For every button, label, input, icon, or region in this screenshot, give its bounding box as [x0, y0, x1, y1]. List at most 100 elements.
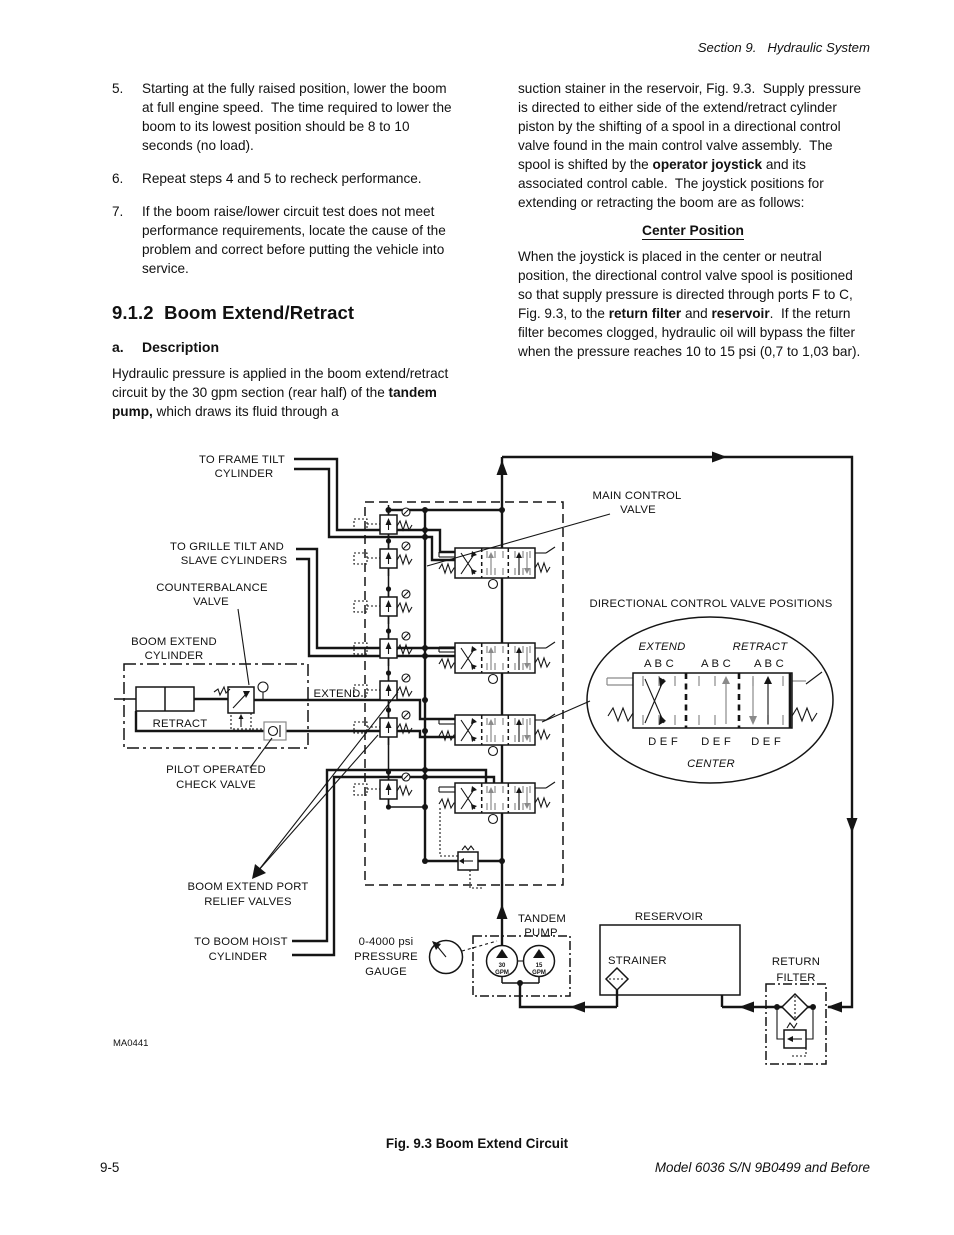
- dcv-retract-label: RETRACT: [733, 641, 789, 653]
- gauge-label: PRESSURE: [354, 951, 418, 963]
- paragraph-text: . If the return filter becomes clogged, …: [518, 306, 861, 359]
- dcv-spool-symbol: [606, 671, 823, 729]
- dcv-positions-label: DIRECTIONAL CONTROL VALVE POSITIONS: [589, 598, 832, 610]
- figure-caption: Fig. 9.3 Boom Extend Circuit: [385, 1136, 569, 1151]
- description-paragraph: Hydraulic pressure is applied in the boo…: [112, 364, 460, 421]
- body-paragraph: suction stainer in the reservoir, Fig. 9…: [518, 79, 868, 212]
- bold-term: operator joystick: [652, 157, 763, 172]
- paragraph-text: and: [681, 306, 712, 321]
- body-paragraph: When the joystick is placed in the cente…: [518, 247, 868, 361]
- left-column: 5. Starting at the fully raised position…: [112, 79, 460, 421]
- paragraph-text: which draws its fluid through a: [152, 404, 339, 419]
- bold-term: return filter: [608, 306, 682, 321]
- cylinder-symbol: [135, 686, 195, 712]
- center-position-heading: Center Position: [642, 223, 744, 240]
- reservoir-label: RESERVOIR: [635, 911, 703, 923]
- page-header: Section 9. Hydraulic System: [697, 40, 870, 55]
- boom-hoist-lines: [292, 768, 496, 957]
- page-number: 9-5: [100, 1160, 120, 1175]
- strainer-symbol: [604, 966, 630, 1007]
- list-text: Repeat steps 4 and 5 to recheck performa…: [142, 171, 422, 186]
- port-relief-valves: [353, 506, 413, 808]
- dcv-extend-label: EXTEND: [638, 641, 685, 653]
- sub-heading-letter: a.: [112, 339, 124, 355]
- dcv-center-label: CENTER: [687, 758, 735, 770]
- right-column: suction stainer in the reservoir, Fig. 9…: [518, 79, 868, 361]
- section-heading: 9.1.2 Boom Extend/Retract: [112, 302, 355, 323]
- junction-dots: [385, 507, 505, 864]
- counterbalance-valve-symbol: [213, 681, 269, 730]
- list-number: 5.: [112, 81, 124, 96]
- list-number: 6.: [112, 171, 124, 186]
- tandem-pump-label: PUMP: [524, 927, 557, 939]
- main-control-valve-label: MAIN CONTROL: [592, 490, 681, 502]
- return-filter: [722, 983, 827, 1065]
- grille-tilt-label: TO GRILLE TILT AND: [170, 541, 284, 553]
- list-number: 7.: [112, 204, 124, 219]
- tandem-pump: 30 GPM 15 GPM: [472, 935, 617, 1013]
- pump-gpm-label: GPM: [495, 970, 509, 976]
- list-item: 7. If the boom raise/lower circuit test …: [112, 202, 460, 278]
- dcv-def-label: D E F: [751, 736, 781, 748]
- port-relief-label: BOOM EXTEND PORT: [188, 881, 309, 893]
- main-relief-valve: [425, 806, 502, 889]
- frame-tilt-label: TO FRAME TILT: [199, 454, 285, 466]
- pump-15-label: 15: [536, 963, 543, 969]
- strainer-label: STRAINER: [608, 955, 667, 967]
- dcv-def-label: D E F: [648, 736, 678, 748]
- paragraph-text: When the joystick is placed in the cente…: [518, 249, 857, 321]
- sub-heading-title: Description: [142, 339, 220, 355]
- list-text: If the boom raise/lower circuit test doe…: [142, 204, 450, 276]
- reservoir: [599, 924, 741, 1007]
- main-control-valve-label: VALVE: [620, 504, 656, 516]
- boom-extend-cylinder-label: BOOM EXTEND: [131, 636, 217, 648]
- grille-tilt-label: SLAVE CYLINDERS: [181, 555, 288, 567]
- retract-line: [134, 711, 264, 733]
- pump-30gpm: [485, 944, 519, 978]
- retract-port-label: RETRACT: [153, 718, 208, 730]
- paragraph-text: and its associated control cable. The jo…: [518, 157, 828, 210]
- dcv-def-label: D E F: [701, 736, 731, 748]
- leader-lines: [237, 608, 399, 879]
- gauge-label: GAUGE: [365, 966, 407, 978]
- frame-tilt-label: CYLINDER: [215, 468, 274, 480]
- list-item: 6. Repeat steps 4 and 5 to recheck perfo…: [112, 169, 460, 188]
- sub-heading: a. Description: [112, 339, 460, 355]
- dcv-abc-label: A B C: [754, 658, 784, 670]
- paragraph-text: suction stainer in the reservoir, Fig. 9…: [518, 81, 865, 172]
- diagram-labels: TO FRAME TILT CYLINDER MAIN CONTROL VALV…: [113, 454, 833, 1049]
- boom-hoist-label: TO BOOM HOIST: [194, 936, 287, 948]
- counterbalance-label: COUNTERBALANCE: [156, 582, 268, 594]
- port-relief-label: RELIEF VALVES: [204, 896, 292, 908]
- pilot-check-label: PILOT OPERATED: [166, 764, 266, 776]
- counterbalance-label: VALVE: [193, 596, 229, 608]
- extend-port-label: EXTEND: [313, 688, 360, 700]
- tandem-pump-label: TANDEM: [518, 913, 566, 925]
- dcv-abc-label: A B C: [701, 658, 731, 670]
- pilot-check-valve-symbol: [252, 721, 287, 741]
- return-filter-label: RETURN: [772, 956, 820, 968]
- pump-15gpm: [522, 944, 556, 978]
- list-item: 5. Starting at the fully raised position…: [112, 79, 460, 155]
- grille-tilt-lines: [296, 547, 456, 658]
- extend-line: [254, 698, 456, 721]
- list-text: Starting at the fully raised position, l…: [142, 81, 456, 153]
- frame-tilt-lines: [294, 457, 456, 562]
- boom-hoist-label: CYLINDER: [209, 951, 268, 963]
- main-control-valve-box: [364, 501, 564, 886]
- pump-30-label: 30: [499, 963, 506, 969]
- boom-extend-cylinder-label: CYLINDER: [145, 650, 204, 662]
- return-filter-label: FILTER: [776, 972, 815, 984]
- dcv-abc-label: A B C: [644, 658, 674, 670]
- boom-extend-cylinder-box: [114, 663, 456, 749]
- dcv-positions-detail: EXTEND RETRACT A B C A B C A B C D E F D…: [426, 513, 834, 784]
- pump-gpm-label: GPM: [532, 970, 546, 976]
- supply-return-loop: [496, 451, 858, 1013]
- model-footer: Model 6036 S/N 9B0499 and Before: [654, 1160, 870, 1175]
- paragraph-text: Hydraulic pressure is applied in the boo…: [112, 366, 453, 400]
- bold-term: tandem pump,: [112, 385, 441, 419]
- bold-term: reservoir: [711, 306, 770, 321]
- gauge-label: 0-4000 psi: [359, 936, 414, 948]
- directional-spool-valves: [438, 546, 556, 825]
